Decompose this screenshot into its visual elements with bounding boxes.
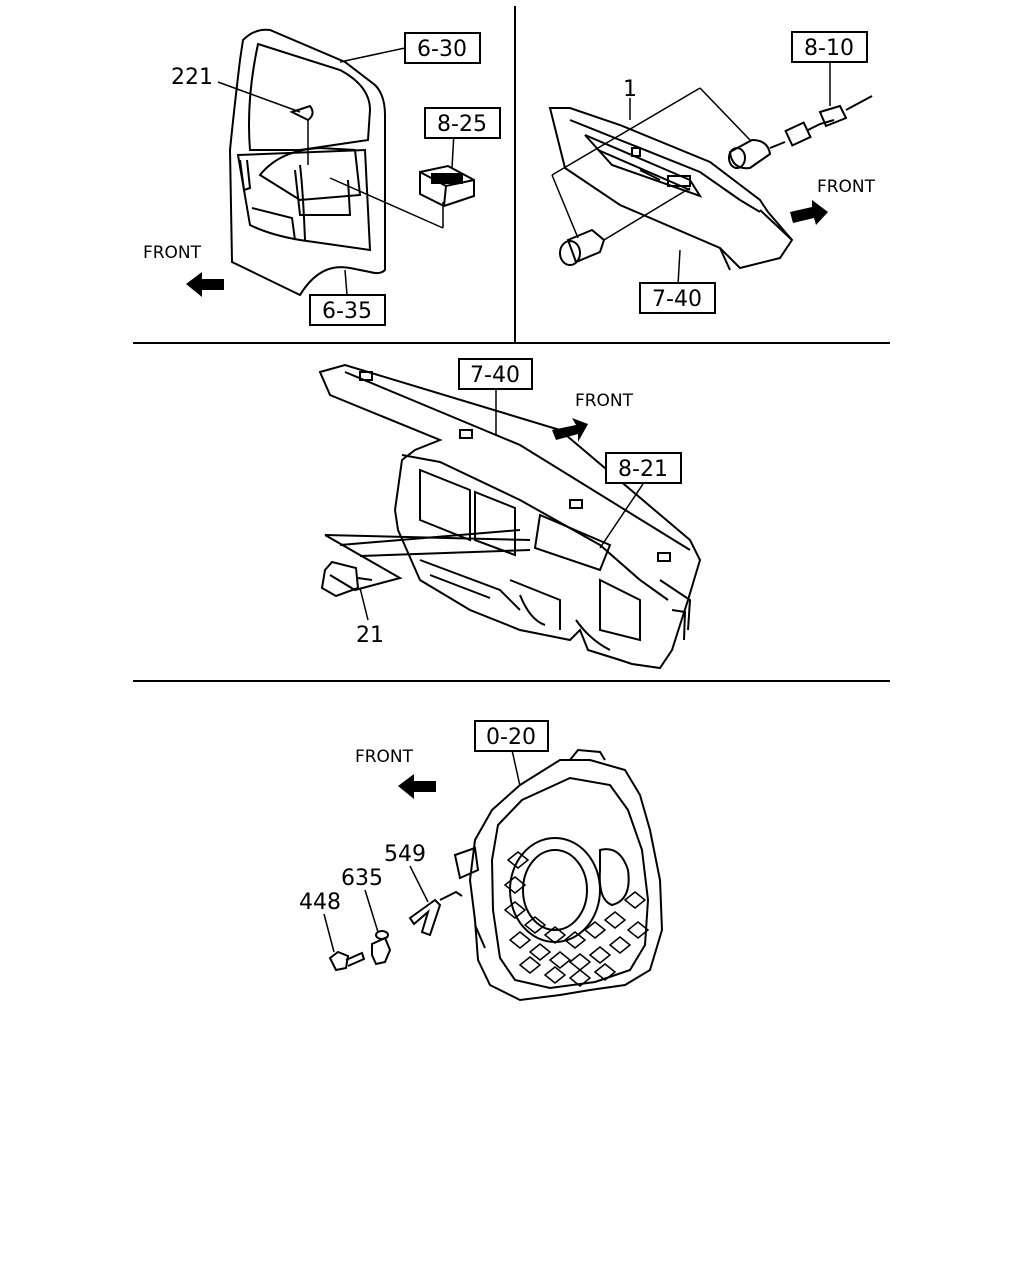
dash-switch-part: [320, 529, 531, 598]
ref-box-switch: [424, 107, 501, 139]
plug-part: [559, 228, 606, 266]
door-illustration: [228, 28, 386, 297]
ref-box-trim: [639, 282, 716, 314]
front-label-housing: FRONT: [355, 747, 414, 767]
ref-box-door-frame: [404, 32, 481, 64]
ref-housing[interactable]: 0-20: [486, 725, 536, 750]
leader-lines-dash: [359, 388, 644, 621]
callout-sensor: 635: [341, 866, 383, 891]
ref-trim[interactable]: 7-40: [652, 287, 702, 312]
ref-cluster[interactable]: 8-21: [618, 457, 668, 482]
ref-box-dashboard: [458, 358, 533, 390]
front-arrow-dash-icon: [552, 418, 588, 442]
panel-dividers: [133, 6, 890, 682]
front-label-trim: FRONT: [817, 177, 876, 197]
window-switch: [419, 164, 475, 208]
part-callout-221: 221: [171, 65, 213, 90]
front-arrow-trim-icon: [790, 200, 828, 225]
panel-trim: 8-10 7-40 1 FRONT: [548, 31, 876, 314]
housing-ribs: [503, 851, 650, 987]
ref-connector[interactable]: 8-10: [804, 36, 854, 61]
front-label-dash: FRONT: [575, 391, 634, 411]
panel-door: 6-30 8-25 6-35 221 FRONT: [143, 28, 501, 326]
ref-box-cluster: [605, 452, 682, 484]
front-label-door: FRONT: [143, 243, 202, 263]
ref-door-frame[interactable]: 6-30: [417, 37, 467, 62]
trim-illustration: [548, 107, 794, 271]
bolt-part: [328, 950, 366, 972]
leader-lines-trim: [551, 63, 831, 286]
ref-box-door-panel: [309, 294, 386, 326]
ref-dashboard[interactable]: 7-40: [470, 363, 520, 388]
front-arrow-door-icon: [186, 272, 224, 297]
dashboard-illustration: [318, 363, 702, 670]
bracket-part: [408, 890, 463, 937]
part-callout-21: 21: [356, 623, 384, 648]
callout-bracket: 549: [384, 842, 426, 867]
callout-bolt: 448: [299, 890, 341, 915]
socket-part: [728, 95, 873, 170]
ref-door-panel[interactable]: 6-35: [322, 299, 372, 324]
front-arrow-housing-icon: [398, 774, 436, 799]
leader-lines-housing: [323, 749, 521, 953]
leader-lines-door: [217, 47, 455, 296]
part-callout-1: 1: [623, 77, 637, 102]
ref-box-housing: [474, 720, 549, 752]
panel-dashboard: 7-40 8-21 21 FRONT: [318, 358, 702, 670]
ref-switch[interactable]: 8-25: [437, 112, 487, 137]
housing-illustration: [453, 748, 664, 1002]
mirror-part: [289, 104, 314, 122]
sensor-part: [371, 930, 392, 966]
ref-box-connector: [791, 31, 868, 63]
panel-housing: 0-20 448 635 549 FRONT: [299, 720, 664, 1002]
